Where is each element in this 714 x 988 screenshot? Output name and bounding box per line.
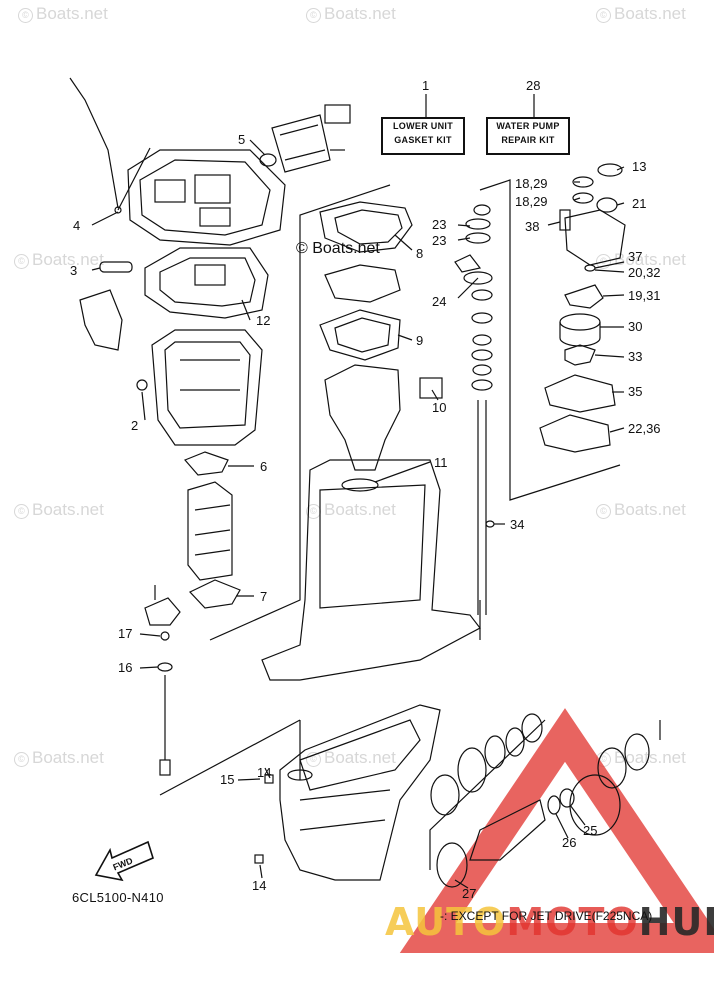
drive-shaft [471, 204, 495, 615]
shift-rod-bracket [144, 585, 181, 776]
gear-case [254, 704, 441, 881]
callout: 7 [260, 589, 267, 604]
callout: 1 [422, 78, 429, 93]
callout-labels: 2 3 4 5 6 7 8 9 10 11 12 13 14 14 15 16 … [70, 132, 661, 901]
logo-triangle [399, 708, 714, 953]
callout: 37 [628, 249, 642, 264]
watermark: ©Boats.net [596, 250, 686, 270]
gasket-9 [319, 309, 401, 361]
callout: 11 [434, 455, 448, 470]
callout: 2 [131, 418, 138, 433]
bracket [79, 289, 123, 351]
callout: 23 [432, 217, 446, 232]
callout: 9 [416, 333, 423, 348]
brand-logo: AUTOMOTOHUB [385, 900, 714, 944]
inline-watermark: © Boats.net [296, 240, 380, 257]
water-pump-repair-kit-box: WATER PUMP REPAIR KIT [486, 117, 570, 155]
callout: 16 [118, 660, 132, 675]
exhaust-guide [187, 481, 241, 609]
callout: 12 [256, 313, 270, 328]
callout: 38 [525, 219, 539, 234]
watermark: ©Boats.net [14, 250, 104, 270]
fwd-label: FWD [111, 855, 134, 872]
callout: 27 [462, 886, 476, 901]
lower-unit-gasket-kit-box: LOWER UNIT GASKET KIT [381, 117, 465, 155]
callout: 33 [628, 349, 642, 364]
callout: 14 [252, 878, 266, 893]
exhaust-manifold [324, 364, 443, 471]
callout: 26 [562, 835, 576, 850]
watermark: ©Boats.net [596, 500, 686, 520]
callout: 24 [432, 294, 446, 309]
callout: 14 [257, 765, 271, 780]
lower-casing [261, 459, 481, 681]
watermark: ©Boats.net [14, 500, 104, 520]
gasket-12 [144, 247, 269, 319]
kit-numbers: 1 28 [422, 78, 540, 93]
watermark: ©Boats.net [596, 4, 686, 24]
footnote: -: EXCEPT FOR JET DRIVE(F225NCA) [440, 909, 653, 923]
callout: 34 [510, 517, 524, 532]
callout: 19,31 [628, 288, 661, 303]
oil-pan-upper-casing [69, 77, 286, 246]
gasket-3 [99, 261, 133, 273]
callout: 4 [73, 218, 80, 233]
callout: 35 [628, 384, 642, 399]
leader-lines [91, 94, 625, 889]
gasket-8 [319, 201, 413, 303]
callout: 8 [416, 246, 423, 261]
callout: 13 [632, 159, 646, 174]
callout: 10 [432, 400, 446, 415]
watermark: ©Boats.net [306, 4, 396, 24]
gasket-6 [183, 451, 229, 476]
fwd-arrow-icon [94, 840, 154, 882]
watermark: ©Boats.net [306, 748, 396, 768]
watermark: ©Boats.net [14, 748, 104, 768]
callout: 30 [628, 319, 642, 334]
callout: 6 [260, 459, 267, 474]
callout: 5 [238, 132, 245, 147]
callout: 28 [526, 78, 540, 93]
callout: 21 [632, 196, 646, 211]
callout: 18,29 [515, 176, 548, 191]
water-pump-parts [454, 163, 626, 453]
diagram-code: 6CL5100-N410 [72, 890, 164, 905]
callout: 20,32 [628, 265, 661, 280]
callout: 18,29 [515, 194, 548, 209]
callout: 23 [432, 233, 446, 248]
pipe-assembly [259, 104, 351, 173]
callout: 25 [583, 823, 597, 838]
propeller-shaft-gears [430, 713, 661, 888]
callout: 22,36 [628, 421, 661, 436]
callout: 15 [220, 772, 234, 787]
watermark: ©Boats.net [18, 4, 108, 24]
callout: 17 [118, 626, 132, 641]
upper-casing [136, 329, 263, 446]
callout: 3 [70, 263, 77, 278]
